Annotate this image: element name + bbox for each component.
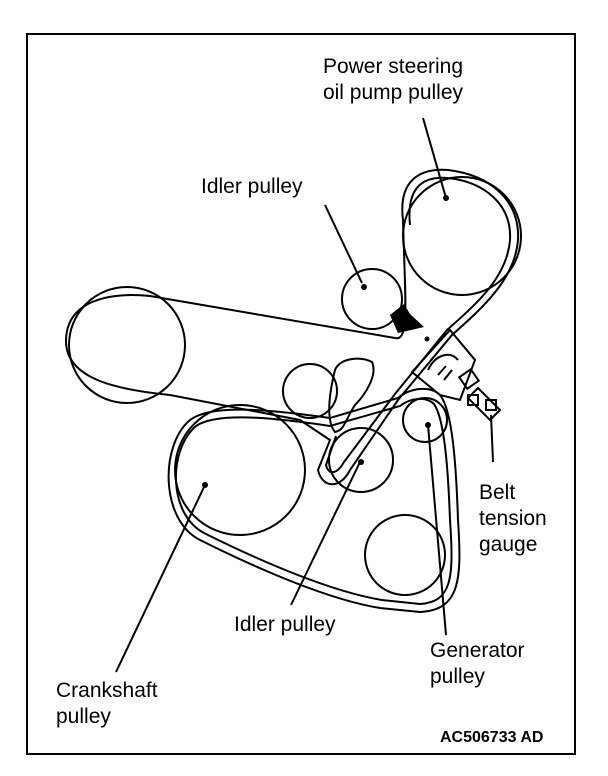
- belt-tension-gauge: [410, 328, 502, 422]
- label-generator-line2: pulley: [430, 665, 485, 688]
- label-generator-line1: Generator: [430, 639, 525, 662]
- upper-belt-inner: [324, 176, 512, 474]
- lower-belt-inner: [175, 398, 453, 606]
- dot-crankshaft: [202, 482, 208, 488]
- figure-code: AC506733 AD: [440, 729, 544, 746]
- idler-pulley-lower: [328, 427, 394, 493]
- label-belt-line1: Belt: [479, 481, 516, 504]
- left-pulley: [68, 286, 186, 404]
- label-crankshaft-pulley: Crankshaft pulley: [56, 678, 158, 730]
- label-idler-pulley-top: Idler pulley: [201, 175, 303, 198]
- label-belt-tension-gauge: Belt tension gauge: [479, 480, 547, 558]
- leader-idler-top: [324, 204, 363, 284]
- dot-power-steering: [443, 195, 449, 201]
- crankshaft-pulley: [174, 404, 306, 536]
- engine-bracket: [328, 357, 375, 434]
- leader-belt-gauge: [490, 414, 494, 463]
- leader-power-steering: [422, 117, 447, 199]
- label-generator-pulley: Generator pulley: [430, 638, 525, 690]
- label-idler-pulley-bottom: Idler pulley: [234, 613, 336, 636]
- dot-idler-top: [361, 284, 367, 290]
- direction-arrow: [390, 304, 424, 333]
- leader-idler-bottom: [290, 461, 361, 606]
- dot-generator: [425, 422, 431, 428]
- dot-idler-bottom: [358, 459, 364, 465]
- label-power-steering-line2: oil pump pulley: [322, 81, 464, 104]
- lower-right-pulley: [364, 514, 446, 596]
- leader-generator: [427, 424, 447, 636]
- generator-pulley: [402, 397, 448, 443]
- label-belt-line3: gauge: [479, 533, 538, 556]
- lower-belt: [167, 387, 461, 614]
- label-crankshaft-line1: Crankshaft: [56, 679, 158, 702]
- leader-crankshaft: [115, 484, 206, 673]
- dot-gauge: [424, 336, 430, 342]
- power-steering-pulley: [402, 176, 522, 296]
- label-power-steering-line1: Power steering: [322, 55, 464, 78]
- idler-pulley-upper: [341, 268, 403, 330]
- label-belt-line2: tension: [479, 507, 547, 530]
- label-power-steering: Power steering oil pump pulley: [300, 54, 486, 106]
- label-crankshaft-line2: pulley: [56, 705, 111, 728]
- small-left-pulley: [282, 363, 338, 419]
